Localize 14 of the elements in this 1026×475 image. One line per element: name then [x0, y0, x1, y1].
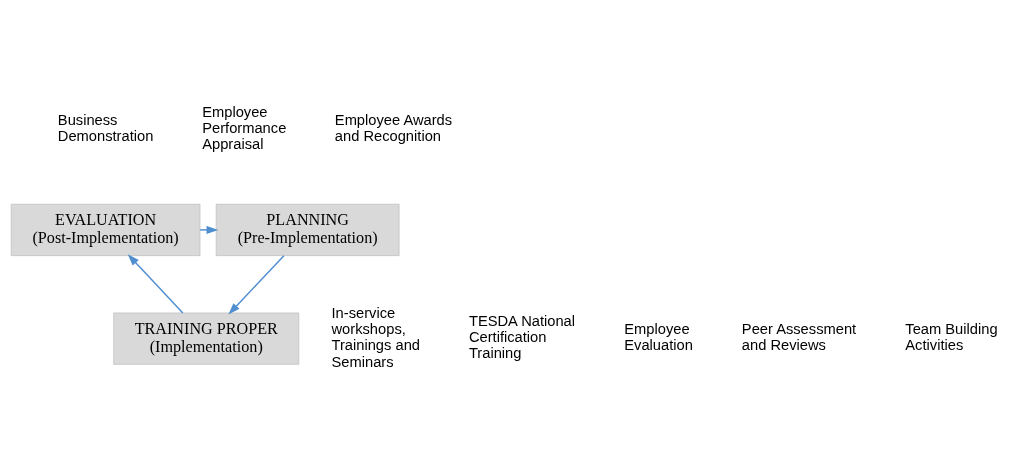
node-box: EVALUATION (Post-Implementation) — [10, 203, 201, 256]
label: Team Building Activities — [905, 320, 998, 353]
label: Employee Evaluation — [624, 320, 693, 353]
node-box: TRAINING PROPER (Implementation) — [113, 312, 300, 365]
label: Business Demonstration — [57, 111, 154, 144]
label: In-service workshops, Trainings and Seminars — [331, 304, 420, 370]
label: Peer Assessment and Reviews — [741, 320, 857, 353]
arrow — [127, 253, 184, 314]
label: Employee Performance Appraisal — [202, 103, 287, 152]
arrow — [228, 254, 285, 315]
arrow — [199, 225, 219, 234]
label: TESDA National Certification Training — [468, 312, 576, 361]
node-box: PLANNING (Pre-Implementation) — [215, 203, 400, 256]
label: Employee Awards and Recognition — [334, 111, 453, 144]
